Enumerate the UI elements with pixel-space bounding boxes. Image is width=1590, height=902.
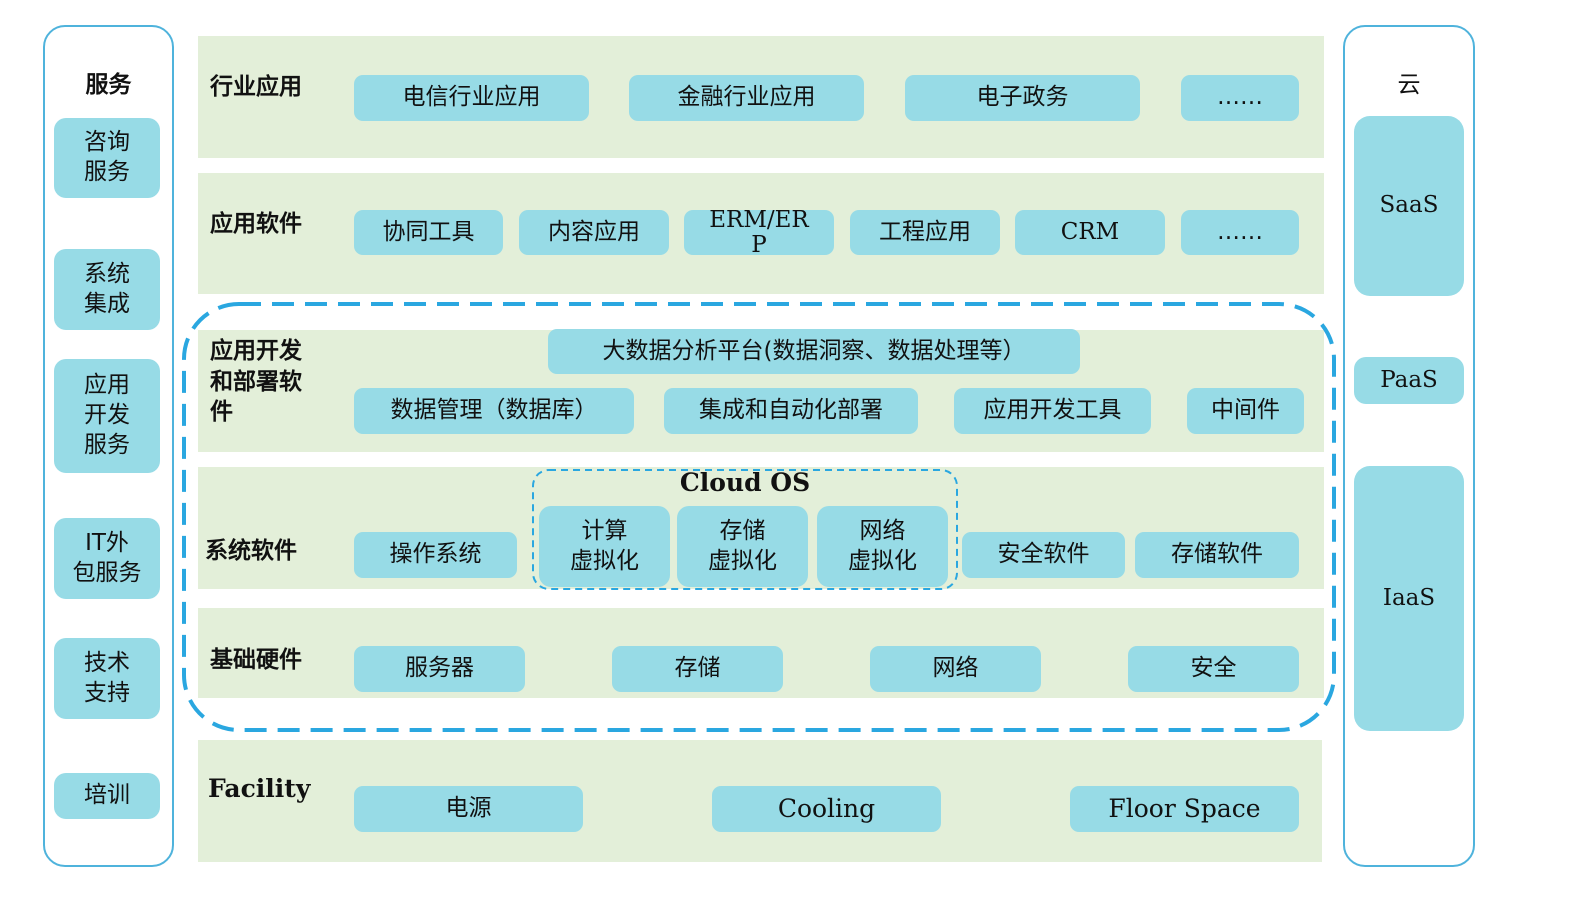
dev-item-integration[interactable]: 集成和自动化部署	[664, 388, 918, 434]
industry-item-egov[interactable]: 电子政务	[905, 75, 1140, 121]
cloud-item-iaas[interactable]: IaaS	[1354, 466, 1464, 731]
facility-label: Facility	[208, 774, 311, 803]
industry-item-telecom[interactable]: 电信行业应用	[354, 75, 589, 121]
hardware-item-security[interactable]: 安全	[1128, 646, 1299, 692]
dev-item-bigdata[interactable]: 大数据分析平台(数据洞察、数据处理等）	[548, 329, 1080, 374]
services-title: 服务	[85, 72, 132, 98]
system-item-security[interactable]: 安全软件	[962, 532, 1125, 578]
system-item-os[interactable]: 操作系统	[354, 532, 517, 578]
software-item-engineering[interactable]: 工程应用	[850, 210, 1000, 255]
hardware-label: 基础硬件	[210, 647, 302, 673]
cloud-title: 云	[1397, 72, 1421, 98]
software-item-content[interactable]: 内容应用	[519, 210, 669, 255]
hardware-item-server[interactable]: 服务器	[354, 646, 525, 692]
dev-label: 应用开发 和部署软 件	[210, 338, 302, 426]
hardware-item-storage[interactable]: 存储	[612, 646, 783, 692]
system-item-storage[interactable]: 存储软件	[1135, 532, 1299, 578]
software-label: 应用软件	[210, 211, 302, 237]
service-item-tech-support[interactable]: 技术 支持	[54, 638, 160, 719]
service-item-integration[interactable]: 系统 集成	[54, 249, 160, 330]
service-item-training[interactable]: 培训	[54, 773, 160, 819]
dev-item-data-mgmt[interactable]: 数据管理（数据库）	[354, 388, 634, 434]
cloud-os-item-network[interactable]: 网络 虚拟化	[817, 506, 948, 587]
service-item-consulting[interactable]: 咨询 服务	[54, 118, 160, 198]
industry-label: 行业应用	[210, 74, 302, 100]
facility-item-floor-space[interactable]: Floor Space	[1070, 786, 1299, 832]
service-item-app-dev[interactable]: 应用 开发 服务	[54, 359, 160, 473]
software-item-collab[interactable]: 协同工具	[354, 210, 503, 255]
facility-item-power[interactable]: 电源	[354, 786, 583, 832]
software-item-crm[interactable]: CRM	[1015, 210, 1165, 255]
industry-item-more[interactable]: ……	[1181, 75, 1299, 121]
cloud-item-paas[interactable]: PaaS	[1354, 357, 1464, 404]
service-item-it-outsourcing[interactable]: IT外 包服务	[54, 518, 160, 599]
facility-item-cooling[interactable]: Cooling	[712, 786, 941, 832]
hardware-item-network[interactable]: 网络	[870, 646, 1041, 692]
software-item-erm-erp[interactable]: ERM/ER P	[684, 208, 834, 257]
cloud-os-title: Cloud OS	[679, 468, 811, 497]
dev-item-middleware[interactable]: 中间件	[1187, 388, 1304, 434]
software-item-more[interactable]: ……	[1181, 210, 1299, 255]
cloud-item-saas[interactable]: SaaS	[1354, 116, 1464, 296]
dev-item-dev-tools[interactable]: 应用开发工具	[954, 388, 1151, 434]
system-label: 系统软件	[205, 538, 297, 564]
cloud-os-item-compute[interactable]: 计算 虚拟化	[539, 506, 670, 587]
cloud-os-item-storage[interactable]: 存储 虚拟化	[677, 506, 808, 587]
industry-item-finance[interactable]: 金融行业应用	[629, 75, 864, 121]
